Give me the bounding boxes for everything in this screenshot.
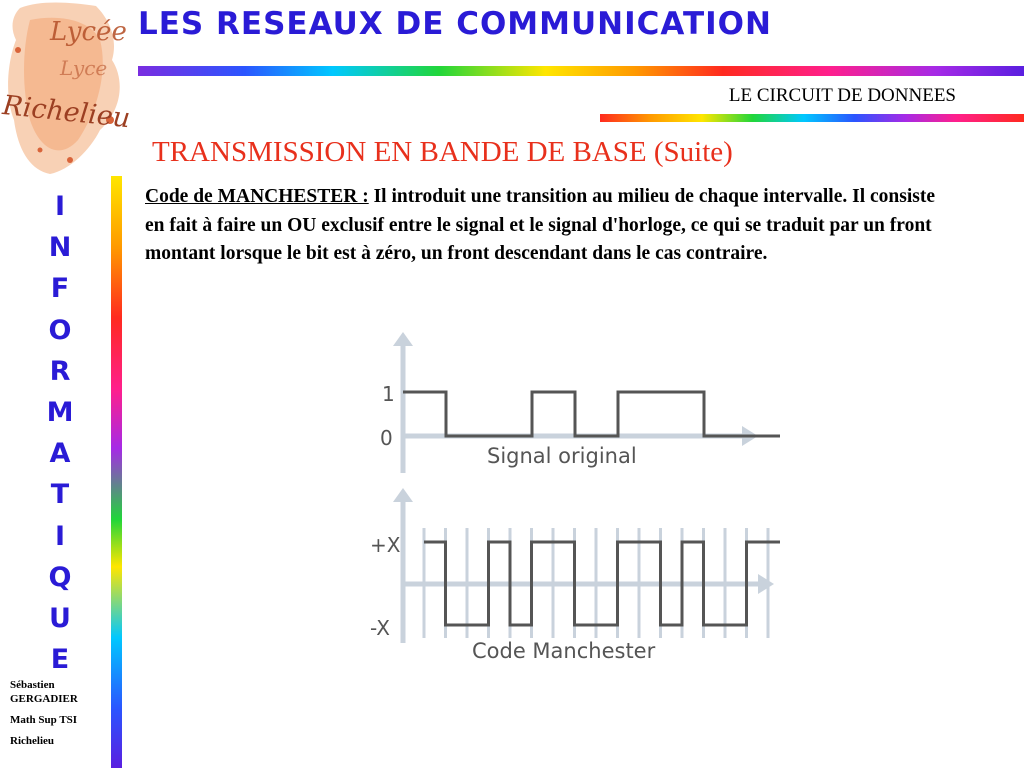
chapter-subtitle: LE CIRCUIT DE DONNEES (728, 85, 956, 106)
level-high-label: +X (370, 533, 401, 557)
y-axis-arrow (393, 332, 413, 346)
sidebar-letter: A (49, 438, 71, 470)
author-school: Richelieu (10, 735, 54, 747)
sidebar-letter: E (50, 644, 70, 676)
author-block: Sébastien GERGADIER Math Sup TSI Richeli… (10, 678, 110, 748)
rainbow-divider-top (138, 66, 1024, 76)
author-course: Math Sup TSI (10, 714, 78, 726)
logo-dot (106, 116, 114, 124)
school-logo: Lycée Lyce Richelieu (0, 2, 132, 174)
logo-dot (15, 47, 21, 53)
sidebar-letter: O (48, 314, 72, 346)
body-description: Il introduit une transition au milieu de… (145, 186, 935, 264)
logo-inner-shape (24, 17, 103, 151)
author-last-name: GERGADIER (10, 693, 78, 705)
level-high-label: 1 (382, 382, 395, 406)
sidebar-letter: M (46, 397, 74, 429)
y-axis-arrow (393, 488, 413, 502)
sidebar-letter: T (50, 479, 70, 511)
manchester-diagram: 1 0 Signal original +X -X Code Mancheste… (370, 332, 780, 663)
sidebar-letter: I (54, 191, 66, 222)
level-low-label: 0 (380, 426, 393, 450)
sidebar-letter: N (48, 232, 72, 264)
original-signal-panel: 1 0 Signal original (380, 332, 780, 473)
section-title: TRANSMISSION EN BANDE DE BASE (Suite) (152, 136, 733, 168)
logo-lettering: Lyce (59, 56, 107, 80)
rainbow-divider-left (111, 176, 122, 768)
x-axis-arrow (758, 574, 774, 594)
manchester-panel: +X -X Code Manchester (370, 488, 780, 663)
manchester-waveform (424, 540, 780, 627)
presentation-title: LES RESEAUX DE COMMUNICATION (138, 6, 772, 42)
sidebar-letter: F (50, 273, 70, 305)
original-signal-waveform (403, 390, 780, 438)
sidebar-letter: Q (48, 561, 72, 593)
level-low-label: -X (370, 616, 390, 640)
logo-dot (67, 157, 73, 163)
body-paragraph: Code de MANCHESTER : Il introduit une tr… (145, 183, 945, 269)
rainbow-divider-subtitle (600, 114, 1024, 122)
author-first-name: Sébastien (10, 679, 55, 691)
body-lead: Code de MANCHESTER : (145, 186, 369, 207)
sidebar-letter: U (49, 603, 71, 635)
logo-dot (37, 147, 43, 153)
original-signal-label: Signal original (487, 444, 637, 468)
manchester-label: Code Manchester (472, 639, 656, 663)
sidebar-letter: R (49, 355, 71, 387)
logo-lettering: Lycée (49, 17, 127, 47)
sidebar-letter: I (54, 520, 66, 552)
